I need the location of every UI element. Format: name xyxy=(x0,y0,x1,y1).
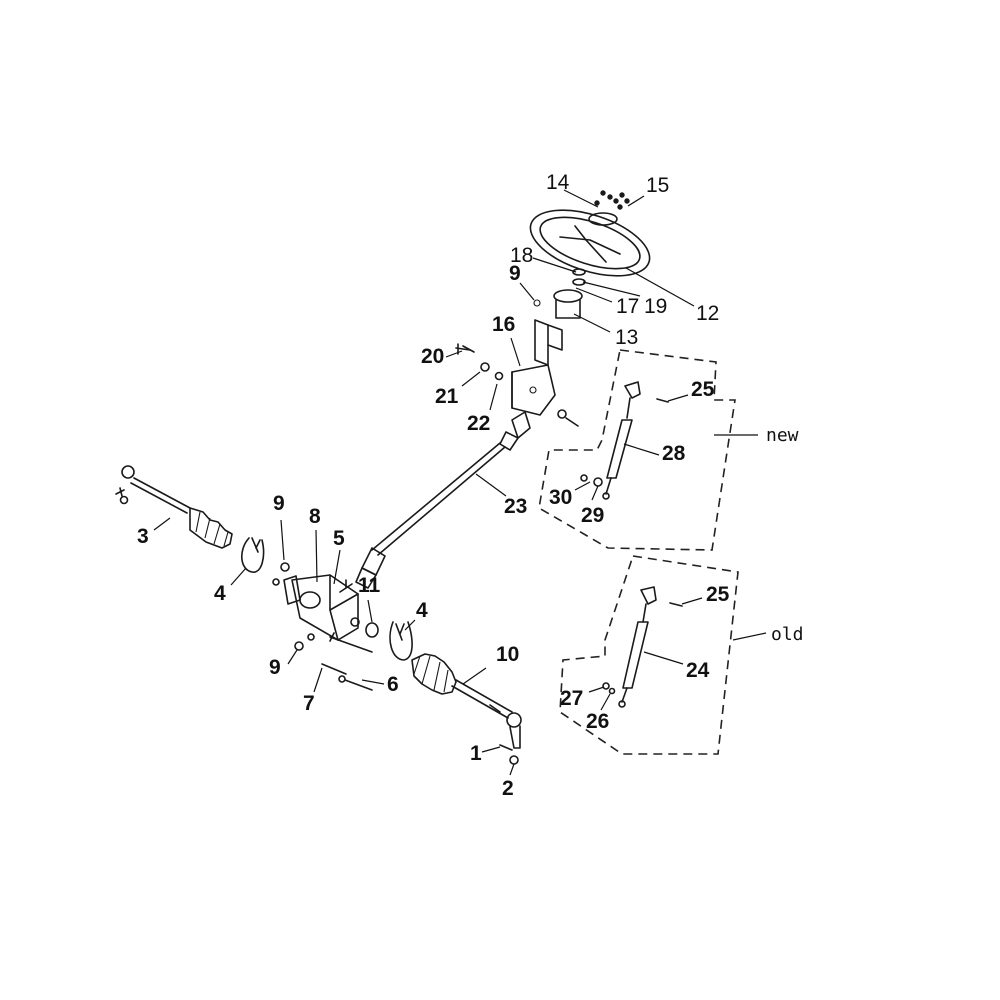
callout-29: 29 xyxy=(581,504,604,527)
steering-gearbox xyxy=(283,574,360,641)
callout-9-mid: 9 xyxy=(273,492,285,515)
callout-4-right: 4 xyxy=(416,599,428,622)
damper-old xyxy=(602,586,683,708)
tie-rod-left xyxy=(115,465,233,549)
hub-screws xyxy=(594,190,630,210)
callout-16: 16 xyxy=(492,313,515,336)
callout-22: 22 xyxy=(467,412,490,435)
callout-21: 21 xyxy=(435,385,459,408)
callout-19: 19 xyxy=(644,295,667,318)
callout-6: 6 xyxy=(387,673,399,696)
callout-23: 23 xyxy=(504,495,527,518)
boot-clamp-left xyxy=(241,537,265,573)
bracket-bolt xyxy=(455,343,579,427)
callout-26: 26 xyxy=(586,710,609,733)
group-label-new: new xyxy=(766,425,799,446)
upper-universal-joint xyxy=(499,411,531,451)
callout-1: 1 xyxy=(470,742,482,765)
leader-lines xyxy=(153,189,767,776)
callout-28: 28 xyxy=(662,442,686,465)
callout-24: 24 xyxy=(686,659,710,682)
tie-rod-right xyxy=(411,653,522,749)
callout-9-top: 9 xyxy=(509,262,521,285)
damper-new xyxy=(580,381,669,500)
callout-14: 14 xyxy=(546,171,570,194)
callout-labels: 14 15 18 9 17 19 12 13 16 20 21 22 23 3 … xyxy=(137,171,804,800)
callout-12: 12 xyxy=(696,302,719,325)
column-bracket xyxy=(511,299,563,416)
callout-3: 3 xyxy=(137,525,149,548)
callout-25-new: 25 xyxy=(691,378,715,401)
callout-13: 13 xyxy=(615,326,638,349)
callout-18: 18 xyxy=(510,244,533,267)
boot-clamp-right xyxy=(389,621,413,661)
callout-11: 11 xyxy=(358,574,381,597)
gearbox-bolts xyxy=(321,632,373,691)
lower-universal-joint xyxy=(355,547,386,589)
callout-25-old: 25 xyxy=(706,583,730,606)
group-label-old: old xyxy=(771,624,804,645)
group-box-new xyxy=(538,349,736,551)
callout-9-low: 9 xyxy=(269,656,281,679)
nut-9-top xyxy=(533,299,541,307)
callout-27: 27 xyxy=(560,687,583,710)
callout-5: 5 xyxy=(333,527,345,550)
column-flange xyxy=(553,289,583,319)
callout-30: 30 xyxy=(549,486,572,509)
gearbox-fasteners xyxy=(272,562,379,651)
callout-10: 10 xyxy=(496,643,519,666)
intermediate-shaft xyxy=(371,442,506,556)
callout-17: 17 xyxy=(616,295,639,318)
steering-wheel xyxy=(529,209,651,277)
callout-15: 15 xyxy=(646,174,669,197)
callout-8: 8 xyxy=(309,505,321,528)
callout-2: 2 xyxy=(502,777,514,800)
group-box-old xyxy=(559,555,739,755)
callout-7: 7 xyxy=(303,692,315,715)
callout-4-left: 4 xyxy=(214,582,226,605)
callout-20: 20 xyxy=(421,345,444,368)
